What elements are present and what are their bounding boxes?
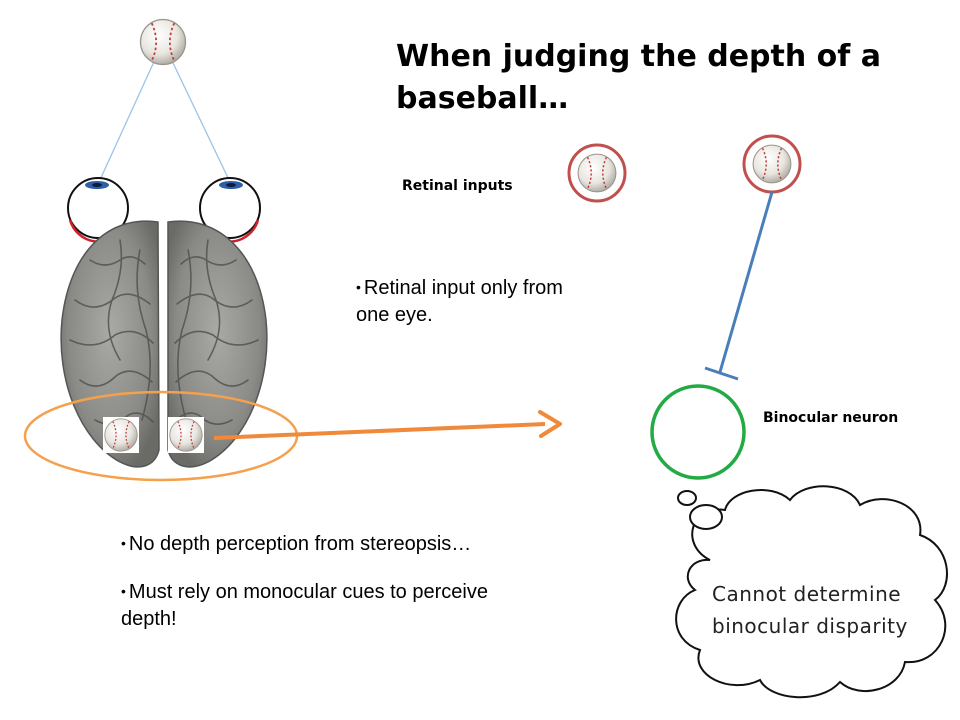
cortex-baseball-right (168, 417, 204, 453)
inhibitory-connection (704, 191, 774, 381)
left-eye (67, 177, 129, 243)
projection-arrow (213, 410, 562, 440)
bullet-text: No depth perception from stereopsis… (128, 533, 472, 555)
bullet-item: •Must rely on monocular cues to perceive… (121, 581, 488, 630)
retinal-input-left (567, 143, 627, 203)
brain-illustration (60, 220, 268, 468)
cortex-baseball-left (103, 417, 139, 453)
bullet-list-top: •Retinal input only from one eye. (356, 274, 586, 329)
bullet-list-bottom: •No depth perception from stereopsis… •M… (121, 530, 501, 633)
bullet-item: •Retinal input only from one eye. (356, 277, 563, 326)
bullet-text: Must rely on monocular cues to perceive … (121, 581, 488, 630)
binocular-neuron (650, 384, 746, 480)
thought-bubble-tail-large (689, 504, 723, 530)
retinal-input-right (742, 134, 802, 194)
slide-title: When judging the depth of a baseball… (396, 39, 882, 116)
thought-bubble (675, 485, 948, 699)
thought-bubble-tail-small (677, 490, 697, 506)
bullet-item: •No depth perception from stereopsis… (121, 533, 472, 555)
thought-bubble-text: Cannot determine binocular disparity (712, 582, 908, 638)
retinal-inputs-label: Retinal inputs (402, 178, 513, 194)
binocular-neuron-label: Binocular neuron (763, 410, 899, 426)
target-baseball (139, 18, 187, 66)
bullet-text: Retinal input only from one eye. (356, 277, 563, 326)
